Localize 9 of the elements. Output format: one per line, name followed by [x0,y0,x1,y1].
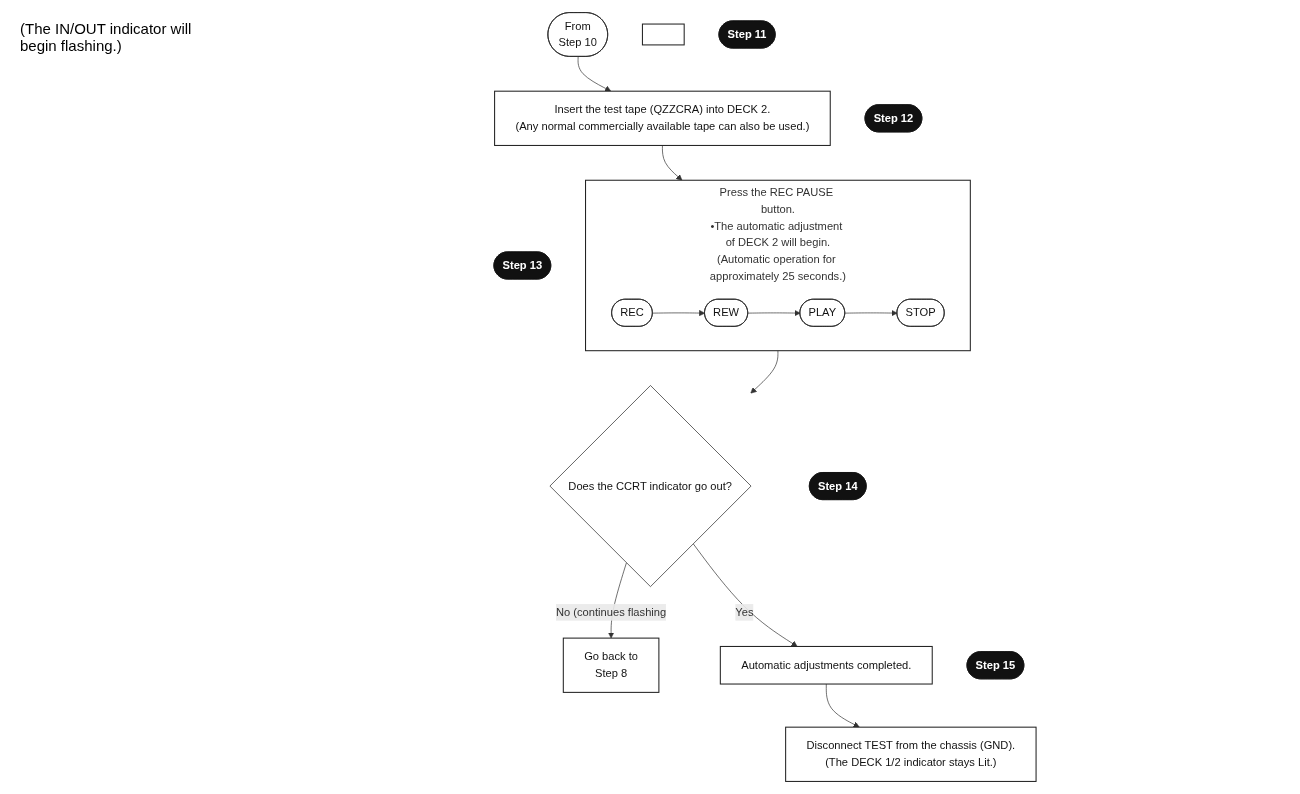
node-box: Go back to Step 8 [562,637,660,693]
node-diamond: Does the CCRT indicator go out? [549,385,752,587]
edge-label: No (continues flashing [556,606,667,618]
node-box: Insert the test tape (QZZCRA) into DECK 2. (Any normal commercially available tape can also be used.) [494,90,831,146]
node-box: Automatic adjustments completed. [719,645,933,685]
node-box [641,23,685,46]
note-text: (The IN/OUT indicator will begin flashing.) [20,20,193,54]
node-box: Disconnect TEST from the chassis (GND). (The DECK 1/2 indicator stays Lit.) [785,726,1037,782]
edge-label: Yes [735,606,754,618]
